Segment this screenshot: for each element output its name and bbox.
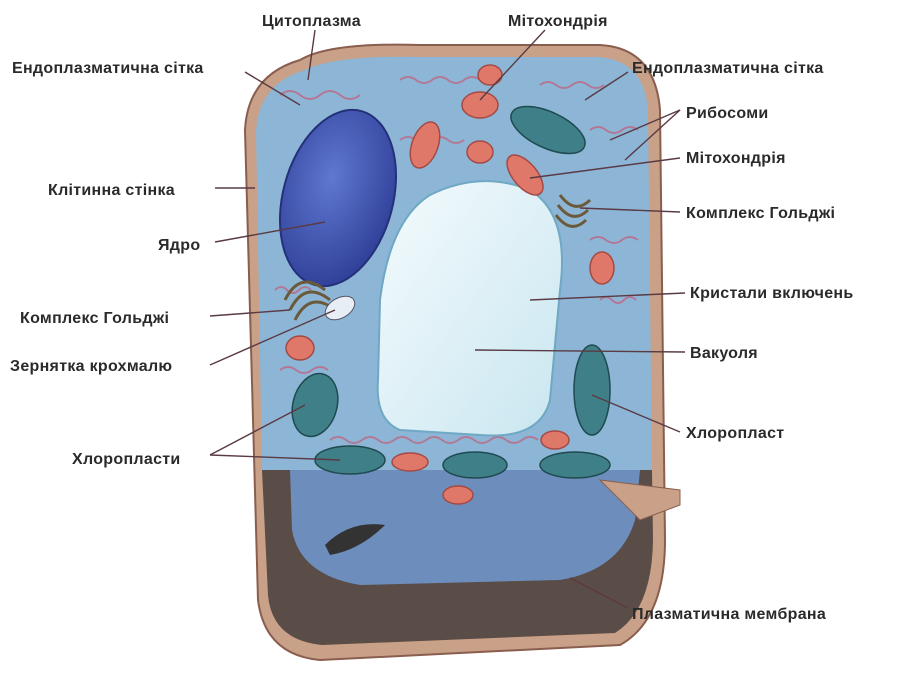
label-er-left: Ендоплазматична сітка [12,60,204,77]
label-cytoplasm: Цитоплазма [262,13,361,30]
label-mitochondrion-right: Мітохондрія [686,150,786,167]
vacuole [376,180,563,437]
label-starch: Зернятка крохмалю [10,358,172,375]
mitochondria [285,64,615,505]
wall-flap [598,479,681,521]
label-golgi-right: Комплекс Гольджі [686,205,835,222]
label-chloroplasts: Хлоропласти [72,451,181,468]
label-er-right: Ендоплазматична сітка [632,60,824,77]
leader-lines [209,29,686,609]
label-crystals: Кристали включень [690,285,854,302]
chloroplasts [291,105,611,479]
lower-cytoplasm [290,470,640,585]
label-ribosomes: Рибосоми [686,105,769,122]
label-cell-wall: Клітинна стінка [48,182,175,199]
inclusion-dark [325,524,385,555]
label-mitochondrion-top: Мітохондрія [508,13,608,30]
endoplasmic-reticulum [274,76,639,444]
labels: Цитоплазма Мітохондрія Ендоплазматична с… [10,13,854,623]
label-plasma-membrane: Плазматична мембрана [632,606,826,623]
starch-grain [324,295,356,321]
label-chloroplast: Хлоропласт [686,425,784,442]
label-nucleus: Ядро [158,237,200,254]
label-vacuole: Вакуоля [690,345,758,362]
label-golgi-left: Комплекс Гольджі [20,310,169,327]
